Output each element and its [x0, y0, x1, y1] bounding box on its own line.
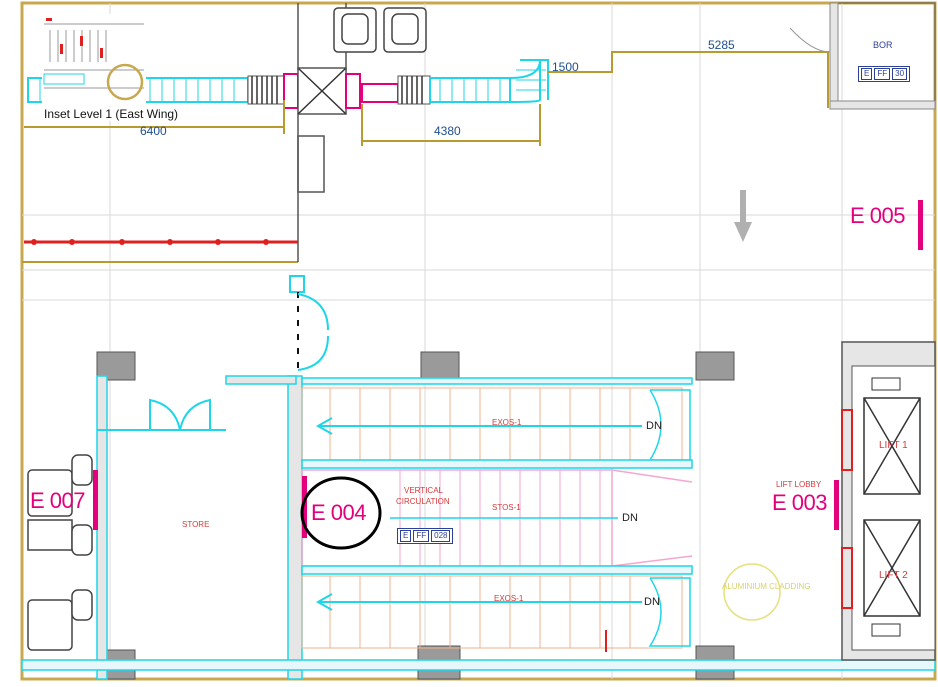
grid-lines [22, 3, 935, 679]
chairs-top [333, 7, 427, 53]
corridor-walls [297, 3, 347, 262]
e004-tag-part: 028 [431, 530, 451, 542]
cladding-label: ALUMINIUM CLADDING [722, 582, 811, 591]
e007-marker [93, 470, 98, 530]
bor-tag: E FF 30 [858, 66, 911, 82]
inset-location-circle [106, 63, 144, 101]
lift-core [834, 341, 936, 661]
e004-tag: E FF 028 [397, 528, 454, 544]
room-e005-label: E 005 [850, 203, 906, 228]
lift1-label: LIFT 1 [879, 440, 908, 451]
middle-stair-label: STOS-1 [492, 503, 521, 512]
drawing-border [20, 1, 937, 681]
direction-arrow [734, 190, 752, 242]
bor-tag-part: E [861, 68, 873, 80]
bor-tag-part: FF [874, 68, 891, 80]
vertical-circulation-line1: VERTICAL [404, 486, 443, 495]
room-e007-label: E 007 [30, 488, 86, 513]
room-e004-label: E 004 [311, 500, 367, 525]
bor-room [789, 2, 936, 110]
e004-tag-part: FF [413, 530, 430, 542]
room-e003-label: E 003 [772, 490, 828, 515]
lift-lobby-label: LIFT LOBBY [776, 480, 822, 489]
red-line [24, 239, 298, 245]
bor-tag-part: 30 [892, 68, 908, 80]
dn-label-middle: DN [622, 512, 638, 524]
bor-label: BOR [873, 40, 893, 50]
e005-marker [918, 200, 923, 250]
dn-label-top: DN [646, 420, 662, 432]
bottom-escalator-label: EXOS-1 [494, 594, 524, 603]
e004-tag-part: E [400, 530, 412, 542]
inset-label: Inset Level 1 (East Wing) [42, 107, 181, 121]
inset-thumbnail [42, 14, 146, 106]
store-label: STORE [182, 520, 210, 529]
vertical-circulation-line2: CIRCULATION [396, 497, 450, 506]
escalator-block [301, 377, 693, 652]
chairs-left [27, 454, 93, 651]
dimension-6400: 6400 [140, 124, 167, 138]
lift2-label: LIFT 2 [879, 570, 908, 581]
dimension-4380: 4380 [434, 124, 461, 138]
dimension-5285: 5285 [708, 38, 735, 52]
top-escalator-label: EXOS-1 [492, 418, 522, 427]
cladding-marker [723, 563, 781, 621]
bottom-wall [21, 659, 936, 671]
dimension-1500: 1500 [552, 60, 579, 74]
e004-highlight-circle [300, 476, 382, 550]
dn-label-bottom: DN [644, 596, 660, 608]
dimension-lines [22, 51, 829, 263]
double-door [289, 275, 329, 371]
